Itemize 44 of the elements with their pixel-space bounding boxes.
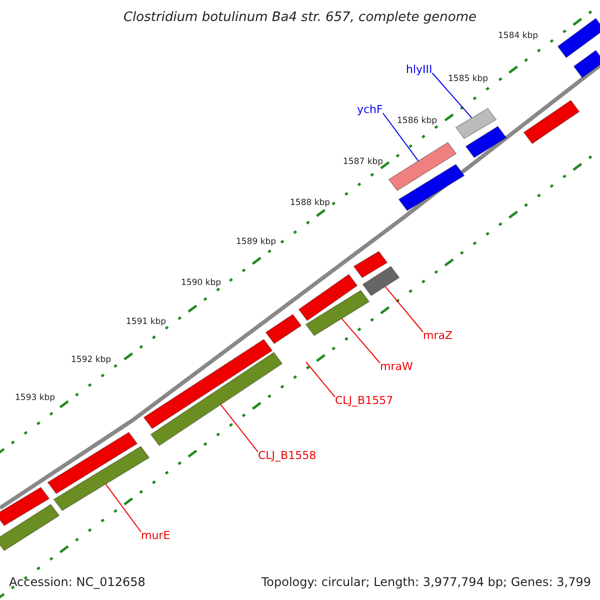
gene-feature-bar — [305, 290, 370, 336]
leader-line — [105, 484, 142, 532]
gene-label: mraZ — [423, 330, 453, 341]
gene-feature-bar — [0, 504, 60, 552]
gene-feature-bar — [298, 274, 358, 322]
gene-feature-bar — [265, 314, 302, 344]
gene-feature-bar — [143, 338, 273, 430]
scale-label: 1592 kbp — [71, 356, 112, 364]
gene-feature-bar — [573, 50, 600, 78]
gene-feature-bar — [47, 432, 138, 494]
gene-label: mraW — [380, 361, 413, 372]
scale-label: 1589 kbp — [236, 238, 276, 246]
gene-label: hlyIII — [406, 64, 432, 75]
leader-line — [306, 362, 336, 398]
gene-label: murE — [141, 530, 170, 541]
scale-label: 1588 kbp — [290, 199, 330, 208]
scale-label: 1585 kbp — [448, 75, 488, 84]
gene-feature-bar — [53, 446, 150, 512]
gene-feature-bar — [455, 108, 497, 140]
scale-label: 1587 kbp — [343, 158, 384, 166]
gene-feature-bar — [388, 142, 457, 192]
gene-feature-bar — [523, 100, 580, 144]
leader-line — [220, 404, 258, 452]
gene-feature-bar — [0, 486, 50, 526]
scale-label: 1593 kbp — [15, 394, 56, 402]
gene-label: CLJ_B1557 — [335, 395, 394, 406]
leader-line — [341, 318, 380, 364]
scale-label: 1591 kbp — [126, 318, 166, 326]
gene-feature-bar — [398, 164, 465, 212]
title: Clostridium botulinum Ba4 str. 657, complete genome — [122, 11, 478, 24]
gene-label: CLJ_B1558 — [258, 450, 316, 461]
footer-text: Accession: NC_012658 — [9, 576, 146, 588]
gene-feature-bar — [353, 250, 388, 278]
leader-line — [382, 112, 419, 162]
scale-label: 1584 kbp — [498, 32, 538, 40]
gene-label: ychF — [357, 104, 383, 115]
gene-feature-bar — [362, 266, 400, 296]
leader-line — [384, 286, 424, 332]
gene-feature-bar — [465, 126, 507, 158]
scale-label: 1586 kbp — [397, 117, 438, 126]
gene-feature-bar — [150, 352, 283, 446]
scale-label: 1590 kbp — [181, 279, 222, 288]
leader-line — [432, 72, 472, 118]
footer-text: Topology: circular; Length: 3,977,794 bp; Genes: 3,799 — [261, 576, 591, 588]
